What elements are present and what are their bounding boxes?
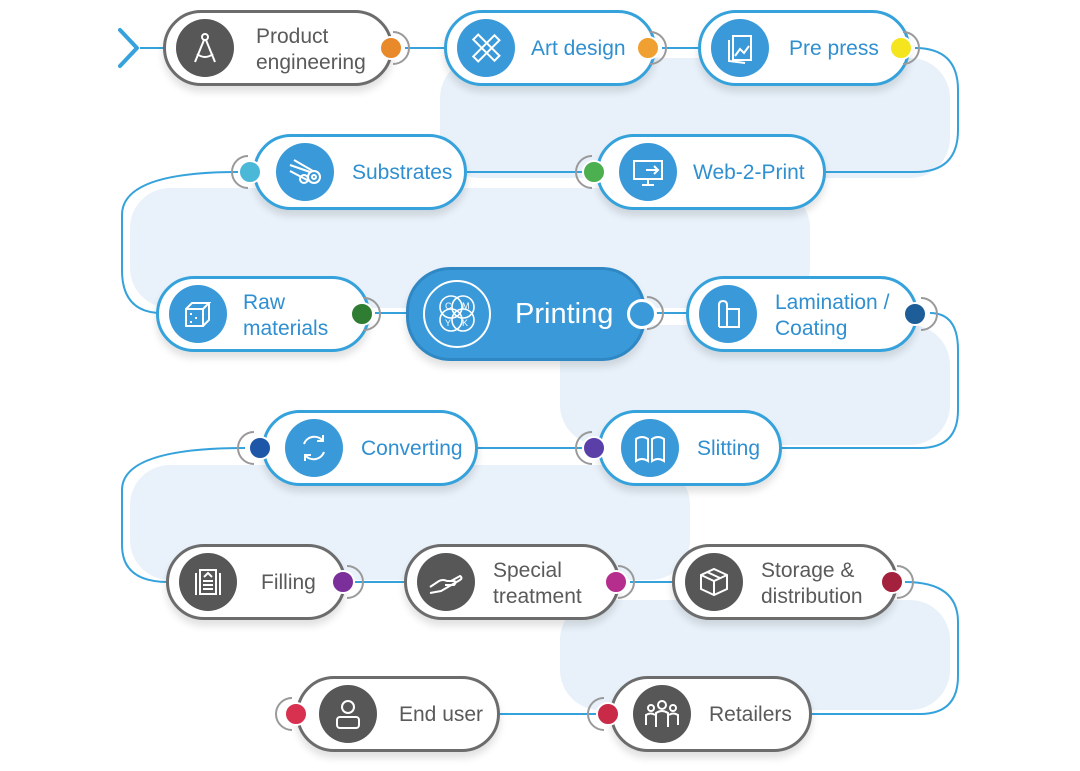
step-label: Retailers [709,703,792,726]
slitting-icon [621,419,679,477]
step-label: Substrates [352,161,453,184]
step-label: Filling [261,571,316,594]
user-icon [319,685,377,743]
step-retailers[interactable]: Retailers [610,676,812,752]
step-web-2-print[interactable]: Web-2-Print [596,134,826,210]
step-dot-printing [627,299,657,329]
cmyk-icon: C M Y K [423,280,491,348]
step-label: Art design [531,37,626,60]
step-dot-raw-materials [350,302,374,326]
connector-5-6 [121,171,239,314]
image-pages-icon [711,19,769,77]
connector-13-14 [812,581,959,715]
step-label: Slitting [697,437,761,460]
step-dot-end-user [284,702,308,726]
step-label: Printing [515,298,614,330]
step-special-treatment[interactable]: Special treatment [404,544,620,620]
step-printing[interactable]: C M Y K Printing [406,267,646,361]
step-label: End user [399,703,484,726]
connector-8-9 [778,312,959,449]
step-label: Special treatment [493,559,582,608]
cmyk-letter-m: M [462,301,470,311]
compass-icon [176,19,234,77]
step-dot-lamination-coating [903,302,927,326]
rolls-icon [276,143,334,201]
step-product-engineering[interactable]: Product engineering [163,10,393,86]
background-band-row1 [440,58,950,178]
step-label: Pre press [789,37,879,60]
document-icon [179,553,237,611]
step-end-user[interactable]: End user [296,676,500,752]
step-converting[interactable]: Converting [262,410,478,486]
monitor-icon [619,143,677,201]
step-dot-storage-distribution [880,570,904,594]
cmyk-letter-c: C [445,301,452,311]
step-storage-distribution[interactable]: Storage & distribution [672,544,898,620]
step-dot-filling [331,570,355,594]
step-dot-art-design [636,36,660,60]
step-dot-product-engineering [379,36,403,60]
cmyk-letter-y: Y [445,318,451,328]
cycle-arrows-icon [285,419,343,477]
step-filling[interactable]: Filling [166,544,346,620]
step-label: Lamination / Coating [775,291,890,340]
connector-3-4 [822,47,959,173]
cmyk-letter-k: K [462,318,468,328]
roll-sheet-icon [699,285,757,343]
people-icon [633,685,691,743]
pencil-ruler-icon [457,19,515,77]
hand-icon [417,553,475,611]
step-pre-press[interactable]: Pre press [698,10,910,86]
start-chevron [118,28,139,68]
step-label: Product engineering [256,25,366,74]
cubes-icon [169,285,227,343]
step-substrates[interactable]: Substrates [253,134,467,210]
step-dot-converting [248,436,272,460]
step-dot-substrates [238,160,262,184]
step-label: Converting [361,437,463,460]
step-slitting[interactable]: Slitting [598,410,782,486]
step-dot-pre-press [889,36,913,60]
box-icon [685,553,743,611]
step-label: Storage & distribution [761,559,863,608]
step-dot-retailers [596,702,620,726]
step-art-design[interactable]: Art design [444,10,656,86]
connector-10-11 [121,447,246,583]
step-dot-slitting [582,436,606,460]
step-raw-materials[interactable]: Raw materials [156,276,370,352]
step-label: Web-2-Print [693,161,805,184]
step-label: Raw materials [243,291,329,340]
step-lamination-coating[interactable]: Lamination / Coating [686,276,918,352]
step-dot-web-2-print [582,160,606,184]
step-dot-special-treatment [604,570,628,594]
